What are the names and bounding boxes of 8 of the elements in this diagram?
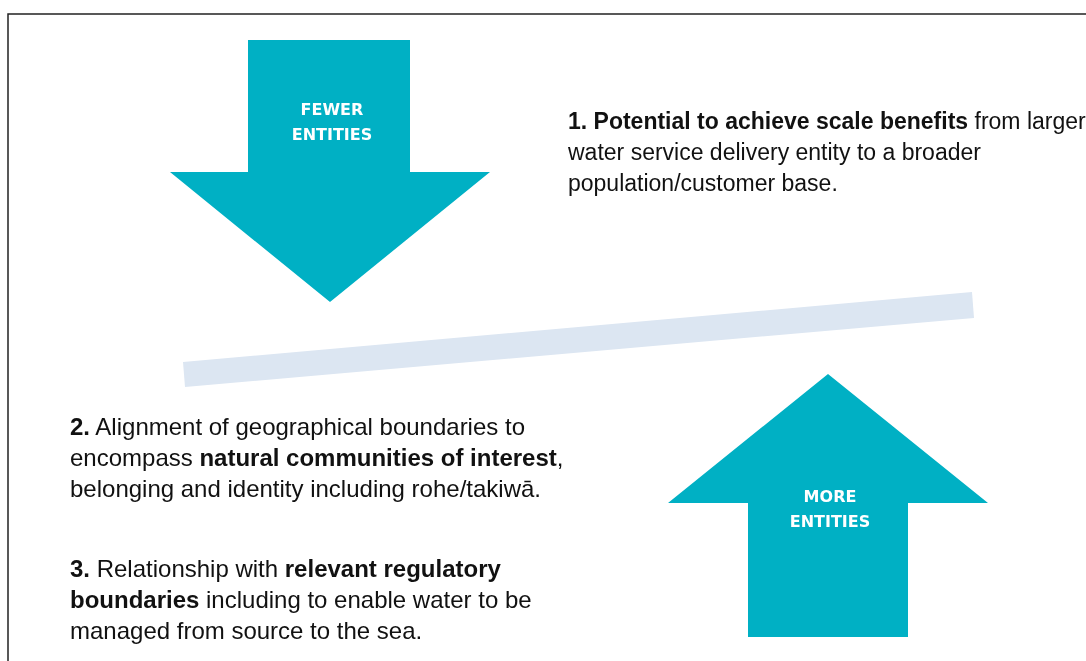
description-text: 3. Relationship with relevant regulatory boundaries including to enable water to be managed from source to the sea. [70,554,533,646]
description-text: 2. Alignment of geographical boundaries to encompass natural communities of interest, belonging and identity including rohe/takiwā. [70,412,565,504]
tilted-bar [183,292,975,388]
up-arrow [668,374,988,637]
down-arrow [170,40,490,302]
description-text: 1. Potential to achieve scale benefits from larger water service delivery entity to a broader population/customer base. [568,107,1086,198]
arrow-label: MORE ENTITIES [788,486,872,533]
arrow-label: FEWER ENTITIES [290,99,374,146]
